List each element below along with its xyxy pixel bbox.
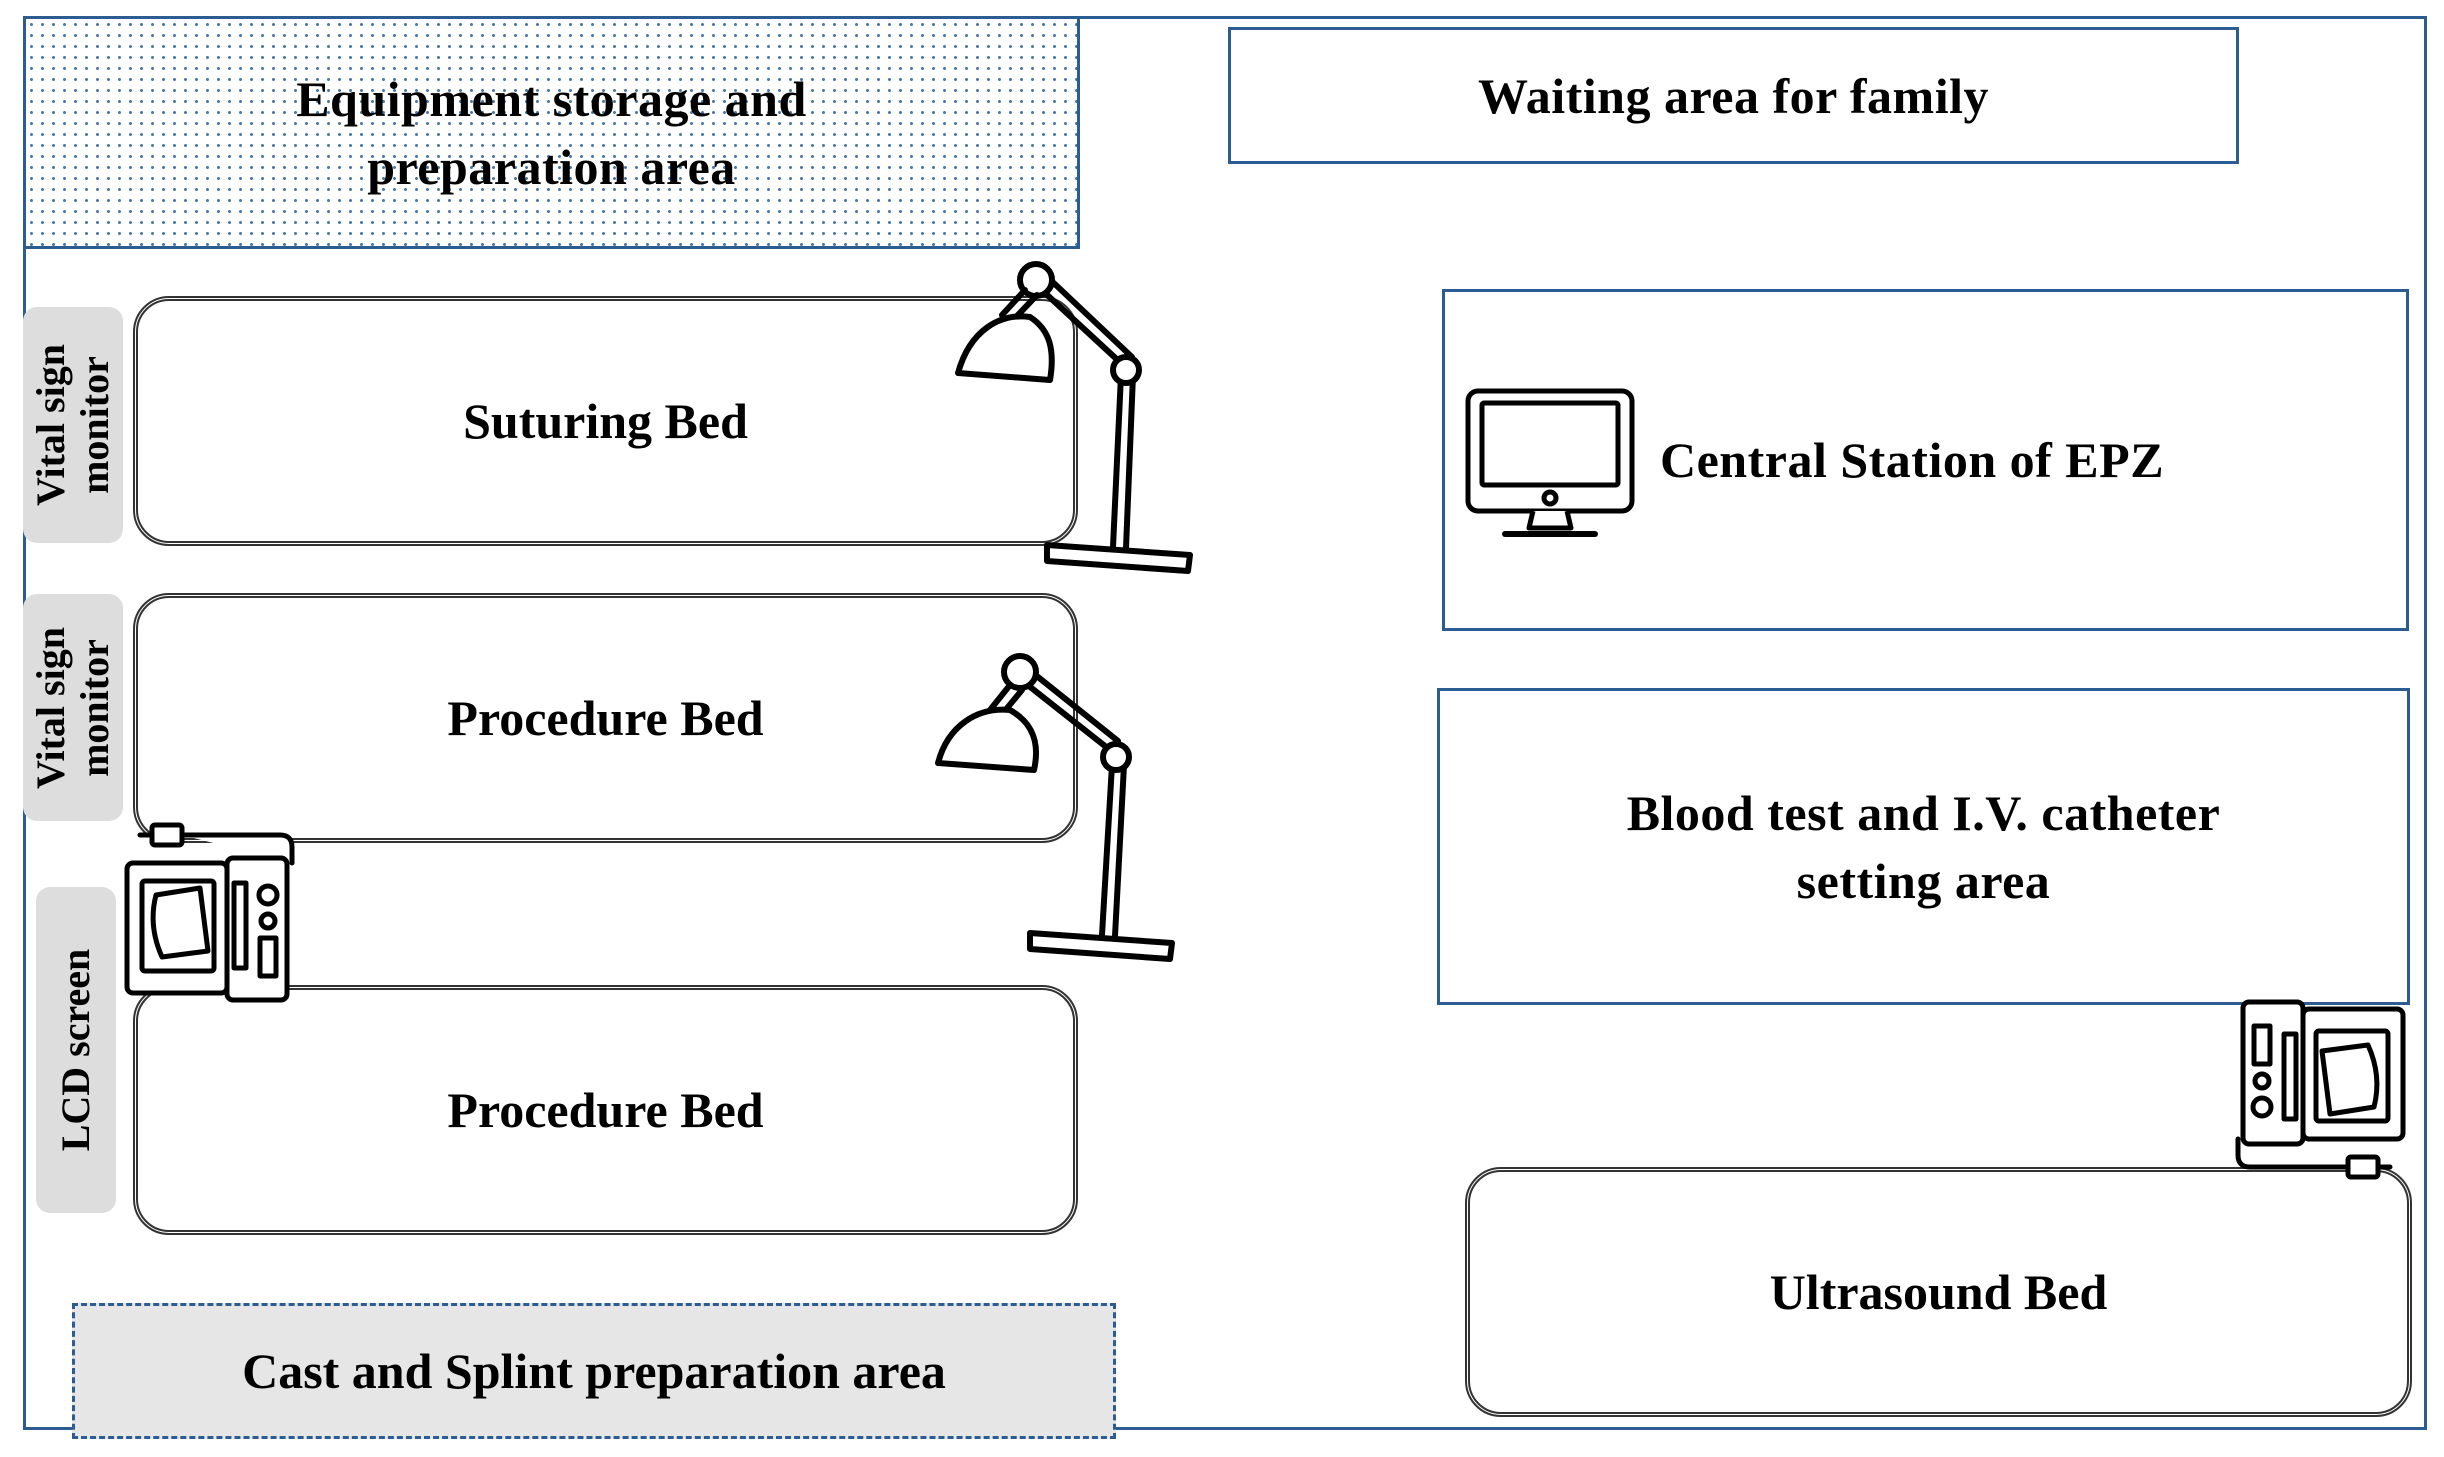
equipment-storage-area: Equipment storage and preparation area (23, 16, 1080, 249)
ultrasound-bed: Ultrasound Bed (1465, 1167, 2412, 1417)
cast-splint-area: Cast and Splint preparation area (72, 1303, 1116, 1439)
vital-sign-monitor-tab: Vital sign monitor (23, 594, 123, 821)
vital-sign-monitor-label: Vital sign monitor (28, 344, 117, 506)
vital-sign-monitor-label: Vital sign monitor (28, 626, 117, 789)
suturing-bed: Suturing Bed (133, 296, 1078, 546)
procedure-bed: Procedure Bed (133, 593, 1078, 843)
lcd-screen-tab: LCD screen (36, 887, 116, 1213)
suturing-bed-label: Suturing Bed (463, 393, 748, 449)
procedure-bed: Procedure Bed (133, 985, 1078, 1235)
blood-test-label: Blood test and I.V. catheter setting are… (1626, 784, 2221, 909)
central-station-label: Central Station of EPZ (1660, 432, 2165, 488)
lcd-screen-label: LCD screen (53, 948, 98, 1152)
ultrasound-machine-icon (2235, 999, 2406, 1180)
computer-monitor-icon (1465, 388, 1635, 537)
vital-sign-monitor-tab: Vital sign monitor (23, 307, 123, 543)
procedure-bed-label: Procedure Bed (447, 690, 764, 746)
desk-lamp-icon (955, 261, 1193, 574)
cast-splint-label: Cast and Splint preparation area (242, 1343, 946, 1399)
waiting-area: Waiting area for family (1228, 27, 2239, 164)
desk-lamp-icon (935, 653, 1175, 962)
procedure-bed-label: Procedure Bed (447, 1082, 764, 1138)
ultrasound-machine-icon (124, 822, 295, 1003)
blood-test-area: Blood test and I.V. catheter setting are… (1437, 688, 2410, 1005)
equipment-storage-label: Equipment storage and preparation area (296, 70, 807, 195)
waiting-area-label: Waiting area for family (1478, 67, 1989, 124)
ultrasound-bed-label: Ultrasound Bed (1769, 1264, 2108, 1320)
